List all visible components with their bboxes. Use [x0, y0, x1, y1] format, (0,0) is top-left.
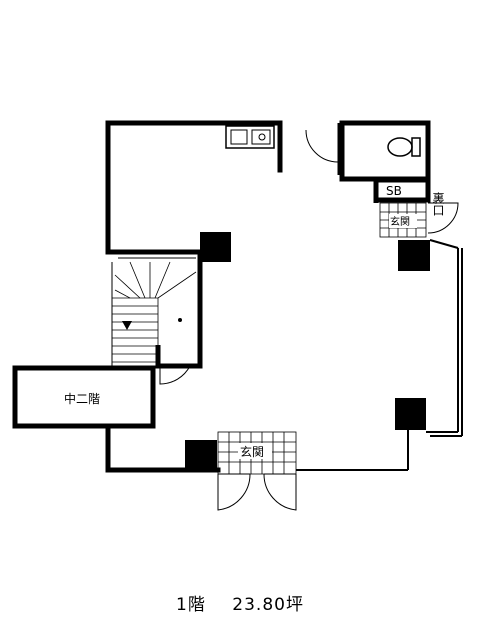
toilet-room: [305, 120, 431, 182]
toilet-icon: [387, 137, 413, 157]
columns: [185, 232, 430, 472]
staircase: [108, 249, 203, 385]
rear-entry-block: SB 裏口 玄関: [373, 177, 459, 238]
storage-box-label: SB: [386, 184, 402, 198]
floor-caption: 1階 23.80坪: [0, 590, 480, 615]
main-door-swing: [217, 473, 297, 511]
floor-label: 1階: [176, 595, 206, 615]
rear-entrance-label: 玄関: [390, 215, 410, 228]
floor-area: 23.80坪: [232, 595, 304, 615]
stair-direction-arrow: [122, 321, 132, 330]
stair-door-swing: [159, 348, 191, 385]
toilet-door-swing: [305, 129, 339, 163]
main-entrance-label: 玄関: [240, 444, 264, 459]
inner-walls: [296, 239, 463, 471]
back-door-swing: [427, 202, 459, 234]
main-entrance: 玄関: [217, 431, 297, 511]
mezzanine-label: 中二階: [64, 391, 100, 406]
mezzanine: 中二階: [12, 365, 156, 429]
kitchen-sink: [225, 125, 275, 149]
